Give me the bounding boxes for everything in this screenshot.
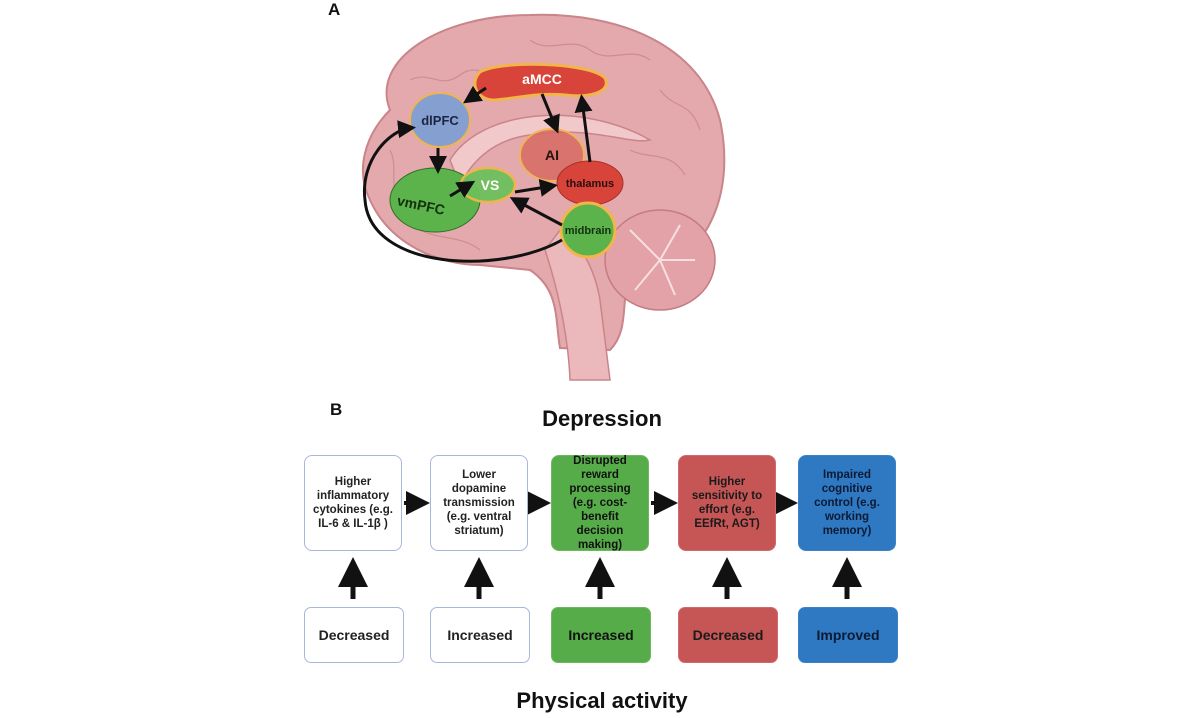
- activity-box-text: Decreased: [318, 627, 390, 643]
- depression-box-text: Higher inflammatory cytokines (e.g. IL-6…: [313, 476, 393, 530]
- physical-activity-title: Physical activity: [516, 688, 688, 713]
- arrow-vmpfc-vs: [449, 180, 476, 198]
- depression-box: Impaired cognitive control (e.g. working…: [798, 455, 896, 551]
- dlpfc-label: dlPFC: [421, 113, 459, 128]
- activity-box-text: Improved: [816, 627, 880, 643]
- depression-box-text: Higher sensitivity to effort (e.g. EEfRt…: [691, 476, 763, 530]
- dlpfc-region: [409, 92, 471, 148]
- corpus-callosum: [449, 114, 652, 187]
- depression-box: Higher sensitivity to effort (e.g. EEfRt…: [678, 455, 776, 551]
- connection-arrows: [362, 85, 593, 263]
- arrow-midbrain-vs: [509, 197, 563, 227]
- depression-box: Disrupted reward processing (e.g. cost-b…: [551, 455, 649, 551]
- arrow-midbrain-dlpfc: [362, 120, 563, 263]
- activity-box-text: Increased: [568, 627, 634, 643]
- midbrain-label: midbrain: [565, 225, 612, 237]
- arrow-amcc-dlpfc: [463, 85, 487, 104]
- depression-box-text: Impaired cognitive control (e.g. working…: [814, 469, 880, 537]
- activity-box: Improved: [798, 607, 898, 663]
- depression-box: Higher inflammatory cytokines (e.g. IL-6…: [304, 455, 402, 551]
- ai-label: AI: [545, 147, 559, 163]
- depression-box-text: Disrupted reward processing (e.g. cost-b…: [569, 455, 631, 551]
- arrow-vs-thalamus: [514, 179, 558, 197]
- panel-b-label: B: [330, 400, 343, 419]
- activity-box-text: Decreased: [692, 627, 764, 643]
- thalamus-label: thalamus: [566, 178, 614, 190]
- amcc-label: aMCC: [522, 71, 562, 87]
- activity-box-text: Increased: [447, 627, 513, 643]
- activity-box: Increased: [430, 607, 530, 663]
- activity-box: Increased: [551, 607, 651, 663]
- amcc-region: [473, 62, 608, 102]
- panel-a-label: A: [328, 0, 341, 19]
- arrow-thalamus-amcc: [574, 94, 593, 163]
- activity-box: Decreased: [678, 607, 778, 663]
- cerebellum: [604, 209, 716, 311]
- vs-label: VS: [481, 177, 500, 193]
- depression-box: Lower dopamine transmission (e.g. ventra…: [430, 455, 528, 551]
- arrow-amcc-ai: [540, 93, 560, 134]
- depression-title: Depression: [542, 406, 662, 431]
- activity-box: Decreased: [304, 607, 404, 663]
- depression-box-text: Lower dopamine transmission (e.g. ventra…: [443, 469, 515, 537]
- brain-illustration: aMCC dlPFC AI thalamus vmPFC VS midbrain: [362, 13, 726, 381]
- midbrain-region: [559, 201, 617, 259]
